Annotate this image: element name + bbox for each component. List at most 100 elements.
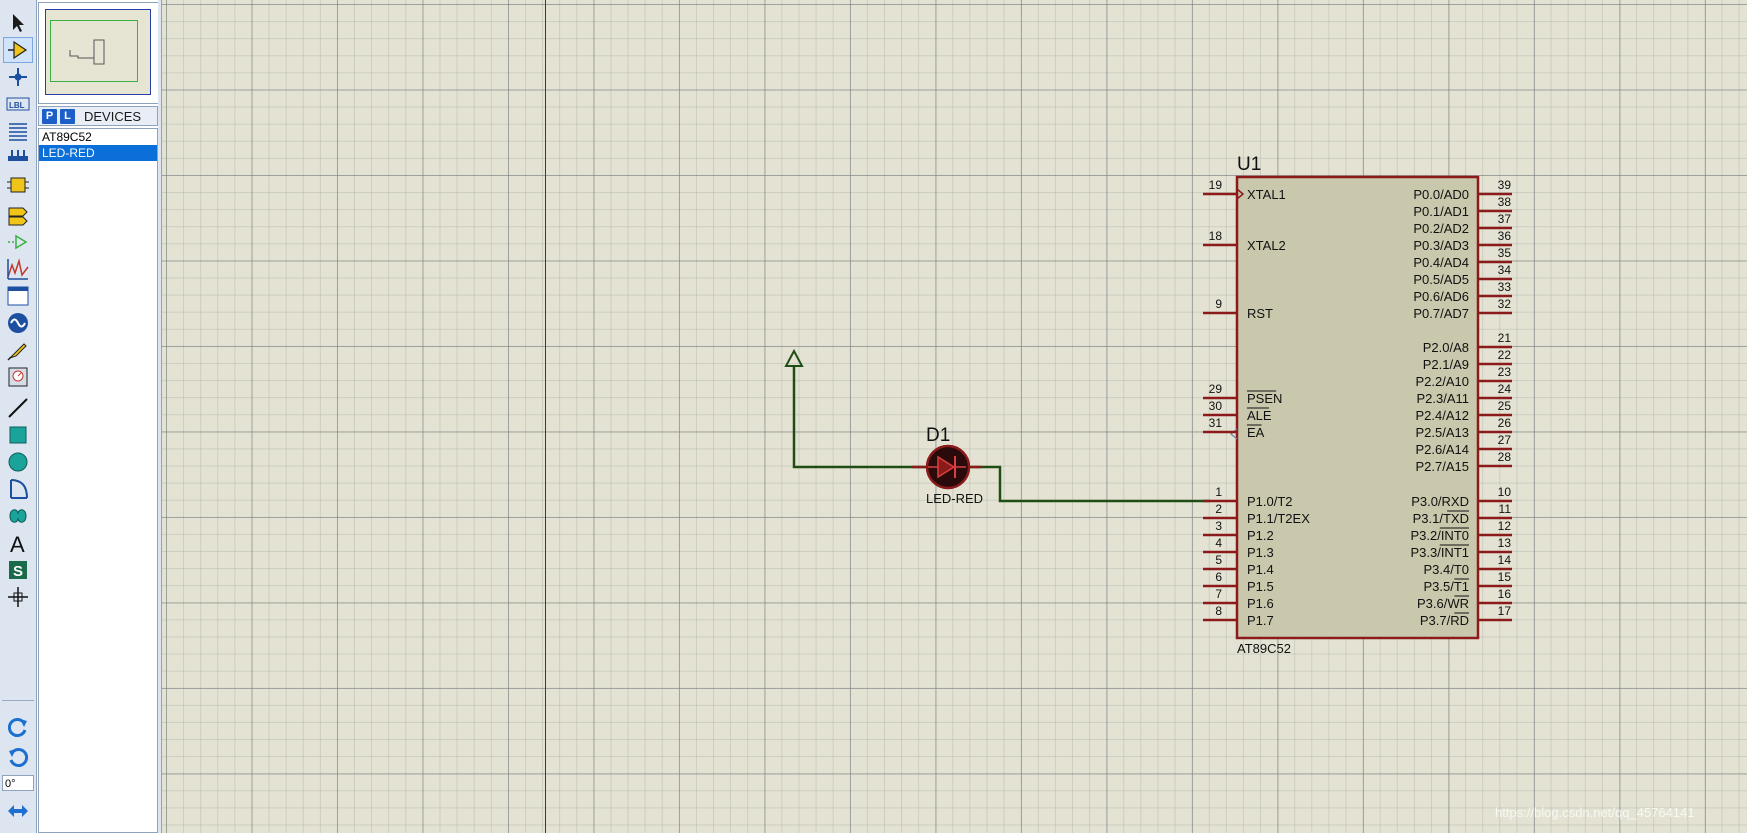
mcu-pin-number: 4 (1215, 536, 1222, 550)
voltage-probe-icon[interactable] (3, 337, 33, 363)
text-2d-icon[interactable]: A (3, 530, 33, 556)
symbol-2d-icon[interactable]: S (3, 557, 33, 583)
mcu-pin-number: 26 (1498, 416, 1512, 430)
circle-2d-icon[interactable] (3, 449, 33, 475)
mcu-pin-name: P0.7/AD7 (1413, 306, 1469, 321)
mcu-pin-number: 5 (1215, 553, 1222, 567)
mcu-pin-number: 33 (1498, 280, 1512, 294)
tape-recorder-icon[interactable] (3, 283, 33, 309)
schematic-canvas[interactable] (162, 0, 1747, 833)
mcu-pin-name: P2.3/A11 (1416, 391, 1469, 406)
device-pins-icon[interactable] (3, 229, 33, 255)
overview-window[interactable] (38, 2, 160, 104)
clock-pin-marker (1236, 188, 1245, 200)
virtual-instruments-icon[interactable] (3, 364, 33, 390)
mcu-pin-name: P1.2 (1247, 528, 1274, 543)
mcu-pin-number: 39 (1498, 178, 1512, 192)
devices-list: AT89C52 LED-RED (38, 128, 158, 833)
line-2d-icon[interactable] (3, 395, 33, 421)
mcu-pin-number: 28 (1498, 450, 1512, 464)
mcu-pin-name: P3.0/RXD (1411, 494, 1469, 509)
mcu-pin-number: 16 (1498, 587, 1512, 601)
device-item-led-red[interactable]: LED-RED (39, 145, 157, 161)
mcu-pin-name: P0.6/AD6 (1413, 289, 1469, 304)
mcu-pin-name: P0.3/AD3 (1413, 238, 1469, 253)
device-item-at89c52[interactable]: AT89C52 (42, 130, 92, 144)
component-mode-icon[interactable] (3, 37, 33, 63)
marker-2d-icon[interactable] (3, 584, 33, 610)
mcu-pin-number: 29 (1209, 382, 1223, 396)
mcu-pin-number: 17 (1498, 604, 1512, 618)
pick-devices-button[interactable]: P (42, 108, 57, 124)
mcu-pin-number: 24 (1498, 382, 1512, 396)
junction-dot-icon[interactable] (3, 64, 33, 90)
wire-led-to-p1-0[interactable] (968, 465, 1210, 503)
graph-icon[interactable] (3, 256, 33, 282)
mcu-body[interactable] (1235, 175, 1480, 640)
mcu-pin-number: 19 (1209, 178, 1223, 192)
mcu-pin-name: P0.0/AD0 (1413, 187, 1469, 202)
svg-text:S: S (13, 563, 23, 580)
svg-text:A: A (10, 532, 25, 555)
wire-terminal-to-led[interactable] (792, 366, 928, 469)
mcu-pin-number: 8 (1215, 604, 1222, 618)
mcu-value: AT89C52 (1237, 641, 1291, 656)
overview-viewport[interactable] (50, 20, 138, 82)
mcu-pin-name: P2.1/A9 (1423, 357, 1469, 372)
path-2d-icon[interactable] (3, 503, 33, 529)
mcu-pin-name: P2.0/A8 (1423, 340, 1469, 355)
led-value: LED-RED (926, 491, 983, 506)
mcu-pin-name: RST (1247, 306, 1273, 321)
mcu-pin-number: 3 (1215, 519, 1222, 533)
mcu-pin-number: 34 (1498, 263, 1512, 277)
power-terminal[interactable] (784, 348, 804, 367)
mcu-pin-number: 31 (1209, 416, 1223, 430)
mcu-pin-number: 7 (1215, 587, 1222, 601)
svg-text:LBL: LBL (9, 101, 25, 110)
library-manager-button[interactable]: L (60, 108, 75, 124)
mcu-pin-number: 32 (1498, 297, 1512, 311)
rotate-clockwise-icon[interactable] (3, 714, 33, 740)
mcu-pin-number: 27 (1498, 433, 1512, 447)
arc-2d-icon[interactable] (3, 476, 33, 502)
mcu-pin-name: P3.1/TXD (1413, 511, 1469, 526)
devices-title: DEVICES (84, 108, 142, 124)
mcu-pin-number: 23 (1498, 365, 1512, 379)
mcu-pin-name: P3.7/RD (1420, 613, 1469, 628)
mcu-pin-name: P0.4/AD4 (1413, 255, 1469, 270)
box-2d-icon[interactable] (3, 422, 33, 448)
mirror-icon[interactable] (3, 798, 33, 824)
mcu-pin-number: 22 (1498, 348, 1512, 362)
panel-divider[interactable] (158, 0, 162, 833)
rotation-angle-field[interactable]: 0° (2, 775, 34, 791)
mcu-pin-number: 21 (1498, 331, 1512, 345)
subcircuit-icon[interactable] (3, 172, 33, 198)
mcu-pin-number: 38 (1498, 195, 1512, 209)
mcu-pin-number: 14 (1498, 553, 1512, 567)
devices-header: P L DEVICES (38, 106, 158, 126)
text-script-icon[interactable] (3, 118, 33, 144)
mcu-pin-number: 2 (1215, 502, 1222, 516)
buses-icon[interactable] (3, 145, 33, 171)
mcu-pin-name: XTAL2 (1247, 238, 1286, 253)
mcu-pin-name: P3.4/T0 (1423, 562, 1469, 577)
mcu-pin-name: PSEN (1247, 391, 1282, 406)
wire-label-icon[interactable]: LBL (3, 91, 33, 117)
mcu-pin-name: P0.1/AD1 (1413, 204, 1469, 219)
mcu-pin-number: 30 (1209, 399, 1223, 413)
mcu-pin-name: P3.6/WR (1417, 596, 1469, 611)
mcu-pin-name: P2.6/A14 (1416, 442, 1470, 457)
mcu-pin-name: P2.4/A12 (1416, 408, 1470, 423)
led-d1[interactable] (912, 444, 982, 490)
terminals-icon[interactable] (3, 202, 33, 228)
mcu-pin-number: 13 (1498, 536, 1512, 550)
mcu-pin-name: ALE (1247, 408, 1272, 423)
mcu-pin-number: 11 (1499, 502, 1512, 516)
mcu-pin-number: 12 (1498, 519, 1512, 533)
rotate-anticlockwise-icon[interactable] (3, 744, 33, 770)
mcu-pin-name: P3.3/INT1 (1410, 545, 1469, 560)
generator-icon[interactable] (3, 310, 33, 336)
selection-mode-icon[interactable] (3, 10, 33, 36)
mcu-pin-name: P0.5/AD5 (1413, 272, 1469, 287)
